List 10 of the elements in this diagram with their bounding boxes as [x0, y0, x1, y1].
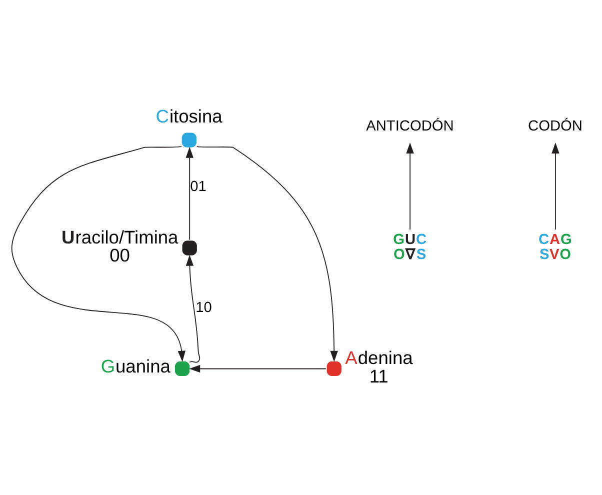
node-label: Uracilo/Timina: [62, 226, 178, 247]
node-text: GUC O∇S: [393, 232, 427, 262]
edge-label: 10: [196, 299, 212, 316]
node-text: ANTICODÓN: [366, 118, 454, 134]
node-label: Citosina: [156, 105, 222, 126]
edge-label: 01: [190, 178, 206, 195]
node-text: CAG SVO: [538, 232, 572, 262]
node-label: Guanina: [100, 354, 170, 376]
node-text: CODÓN: [528, 118, 582, 134]
node-label: 00: [110, 244, 130, 266]
